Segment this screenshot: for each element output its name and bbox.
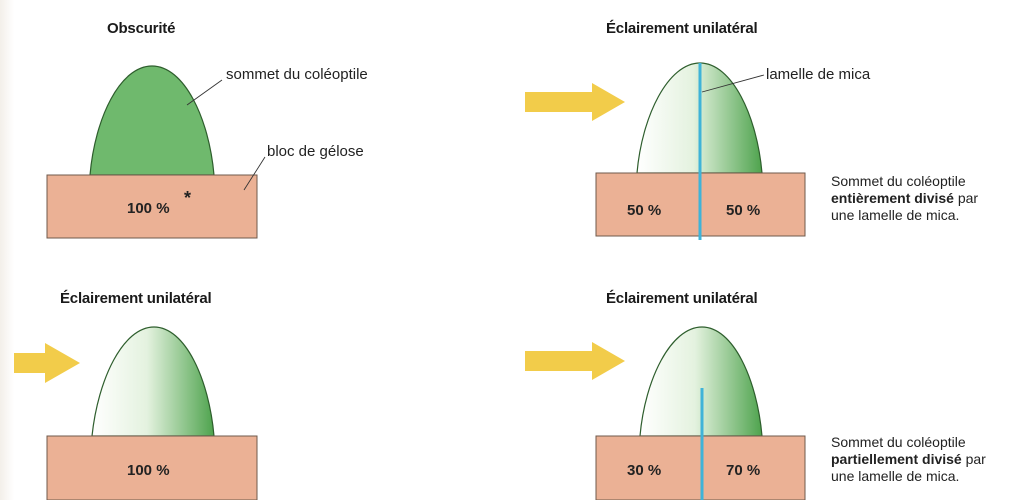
caption-full-split: Sommet du coléoptile entièrement divisé …: [831, 173, 978, 224]
panel-title-lit-full: Éclairement unilatéral: [606, 20, 758, 37]
caption-emphasis: entièrement divisé: [831, 190, 954, 206]
panel-lit-no-split: [14, 326, 258, 500]
panel-lit-partial-split: [525, 326, 806, 500]
coleoptile-tip: [91, 326, 215, 437]
mica-label-leader: [701, 74, 765, 93]
agar-label-leader: [243, 156, 266, 191]
panel-title-lit-partial: Éclairement unilatéral: [606, 290, 758, 307]
mica-label: lamelle de mica: [766, 66, 871, 83]
agar-value: 100 %: [127, 462, 170, 479]
page-edge: [0, 0, 14, 500]
tip-label-leader: [186, 79, 223, 106]
light-arrow: [14, 343, 80, 383]
agar-value-left: 30 %: [627, 462, 662, 479]
tip-label: sommet du coléoptile: [226, 66, 368, 83]
panel-title-lit-none: Éclairement unilatéral: [60, 290, 212, 307]
panel-title-dark: Obscurité: [107, 20, 176, 37]
agar-value-left: 50 %: [627, 202, 662, 219]
agar-value-right: 50 %: [726, 202, 761, 219]
caption-line-1: Sommet du coléoptile: [831, 173, 966, 189]
panel-lit-full-split: [525, 62, 806, 240]
coleoptile-tip: [89, 65, 215, 176]
caption-emphasis: partiellement divisé: [831, 451, 962, 467]
asterisk-mark: *: [184, 188, 192, 208]
agar-label: bloc de gélose: [267, 143, 364, 160]
light-arrow: [525, 342, 625, 380]
agar-value-right: 70 %: [726, 462, 761, 479]
caption-line-1: Sommet du coléoptile: [831, 434, 966, 450]
caption-line-2-rest: par: [961, 451, 986, 467]
agar-value: 100 %: [127, 200, 170, 217]
light-arrow: [525, 83, 625, 121]
caption-line-2: entièrement divisé par: [831, 190, 978, 207]
coleoptile-tip: [639, 326, 763, 437]
caption-line-2: partiellement divisé par: [831, 451, 986, 468]
agar-block: [46, 435, 258, 500]
caption-line-3: une lamelle de mica.: [831, 207, 960, 223]
caption-line-2-rest: par: [953, 190, 979, 206]
caption-partial-split: Sommet du coléoptile partiellement divis…: [831, 434, 986, 485]
panel-dark: [46, 65, 266, 239]
caption-line-3: une lamelle de mica.: [831, 468, 960, 484]
agar-block: [46, 174, 258, 239]
